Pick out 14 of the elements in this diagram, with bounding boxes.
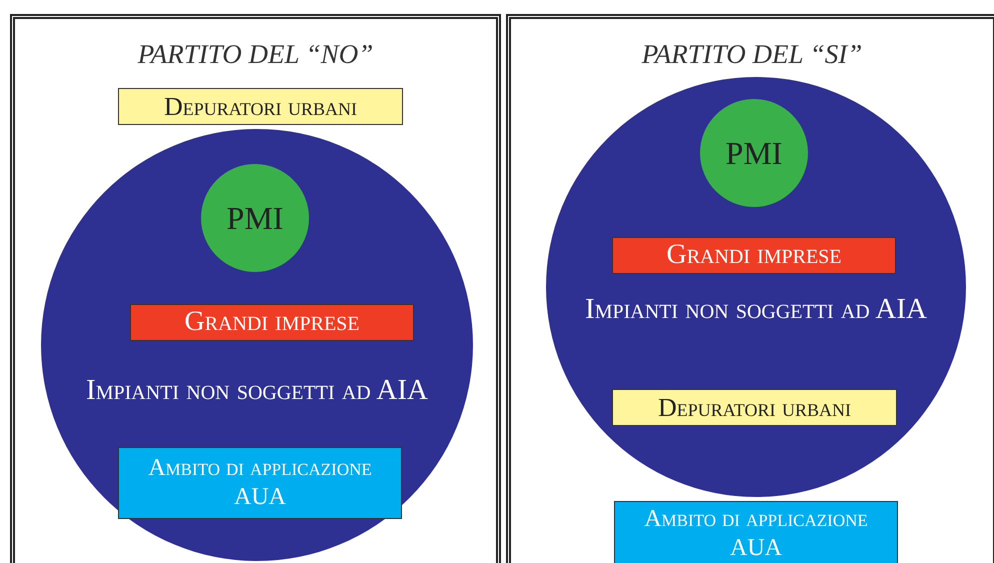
label-box: Ambito di applicazione AUA: [118, 447, 402, 519]
label-box: Grandi imprese: [612, 237, 896, 274]
panel-title: PARTITO DEL “SI”: [640, 39, 864, 70]
circle-label: Impianti non soggetti ad AIA: [85, 374, 429, 407]
label-box: Ambito di applicazione AUA: [614, 501, 898, 563]
panel-frame: [10, 14, 501, 563]
label-box: Depuratori urbani: [612, 389, 897, 426]
panel-frame: [506, 14, 994, 563]
circle-node: PMI: [201, 164, 309, 272]
circle-label: Impianti non soggetti ad AIA: [584, 293, 928, 326]
panel-title: PARTITO DEL “NO”: [136, 39, 374, 70]
label-box: Depuratori urbani: [118, 88, 403, 125]
label-box: Grandi imprese: [130, 304, 414, 341]
circle-node: PMI: [700, 99, 808, 207]
